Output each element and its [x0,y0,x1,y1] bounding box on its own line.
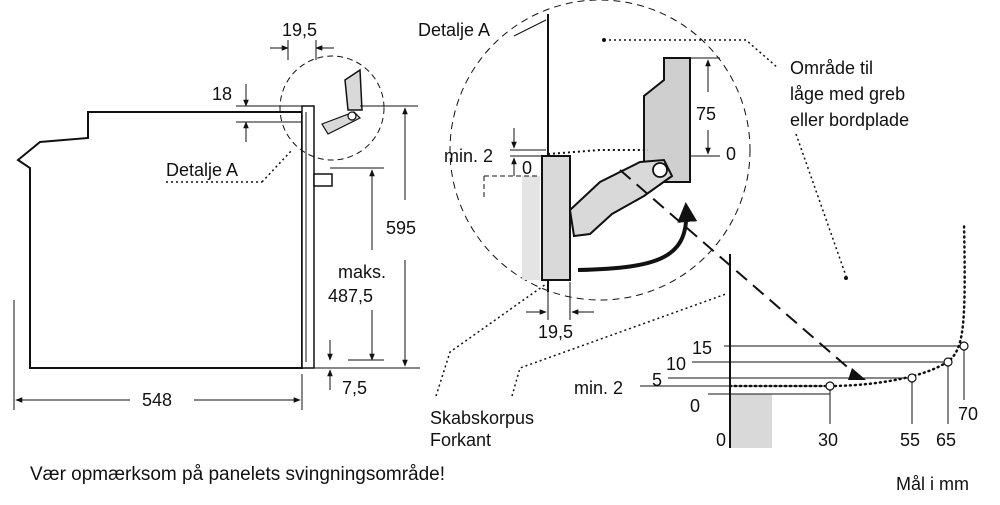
dim-19-5-label: 19,5 [538,322,573,342]
dim-zero-right: 0 [726,144,736,164]
dim-min2-detail: min. 2 0 [444,128,546,178]
cabinet-block [730,394,772,448]
appliance-body-outline [16,111,303,369]
dim-18: 18 [212,84,302,142]
swing-chart [640,222,969,448]
swing-x-0: 0 [716,430,726,450]
footer-warning: Vær opmærksom på panelets svingningsområ… [30,464,445,485]
swing-x-30: 30 [818,430,838,450]
dim-top-width: 19,5 [270,20,334,60]
front-panel [301,105,315,369]
swing-y-0: 0 [690,396,700,416]
hinge-shape [344,68,363,111]
cabinet-label-line2: Forkant [430,430,491,450]
dim-19-5-bottom: 19,5 [526,282,594,342]
swing-x-65: 65 [936,430,956,450]
dim-75-label: 75 [696,104,716,124]
cabinet-front-callout: Skabskorpus Forkant [430,283,727,450]
detail-circle-large [449,0,751,301]
dim-75: 75 0 [690,57,736,164]
dim-595: 595 [330,105,418,369]
detail-circle-small [279,55,385,161]
dim-top-width-label: 19,5 [282,20,317,40]
area-label-line1: Område til [790,58,873,78]
detail-a-title: Detalje A [418,20,490,40]
dim-maks-label: maks. [338,262,386,282]
panel-detail [541,155,571,281]
footer-units: Mål i mm [896,474,969,494]
swing-y-5: 5 [652,370,662,390]
dim-7-5: 7,5 [327,340,367,398]
dim-548-label: 548 [142,390,172,410]
swing-y-10: 10 [666,354,686,374]
cabinet-label-line1: Skabskorpus [430,408,534,428]
hinge-arm [568,158,674,238]
dim-487-label: 487,5 [328,286,373,306]
detail-min2-label: min. 2 [444,146,493,166]
swing-y-min2: min. 2 [574,378,623,398]
handle-stub [313,173,333,187]
swing-x-55: 55 [900,430,920,450]
dim-548: 548 [13,300,303,410]
area-label-line2: låge med greb [790,84,905,104]
dim-595-label: 595 [386,218,416,238]
dim-18-label: 18 [212,84,232,104]
detail-a-label-left: Detalje A [166,160,238,180]
detail-zero-left: 0 [522,158,532,178]
swing-y-15: 15 [692,338,712,358]
area-label-line3: eller bordplade [790,110,909,130]
dim-487: maks. 487,5 [328,167,386,361]
detail-a-view [449,0,751,301]
dim-7-5-label: 7,5 [342,378,367,398]
swing-x-70: 70 [958,404,978,424]
area-callout: Område til låge med greb eller bordplade [602,38,909,280]
